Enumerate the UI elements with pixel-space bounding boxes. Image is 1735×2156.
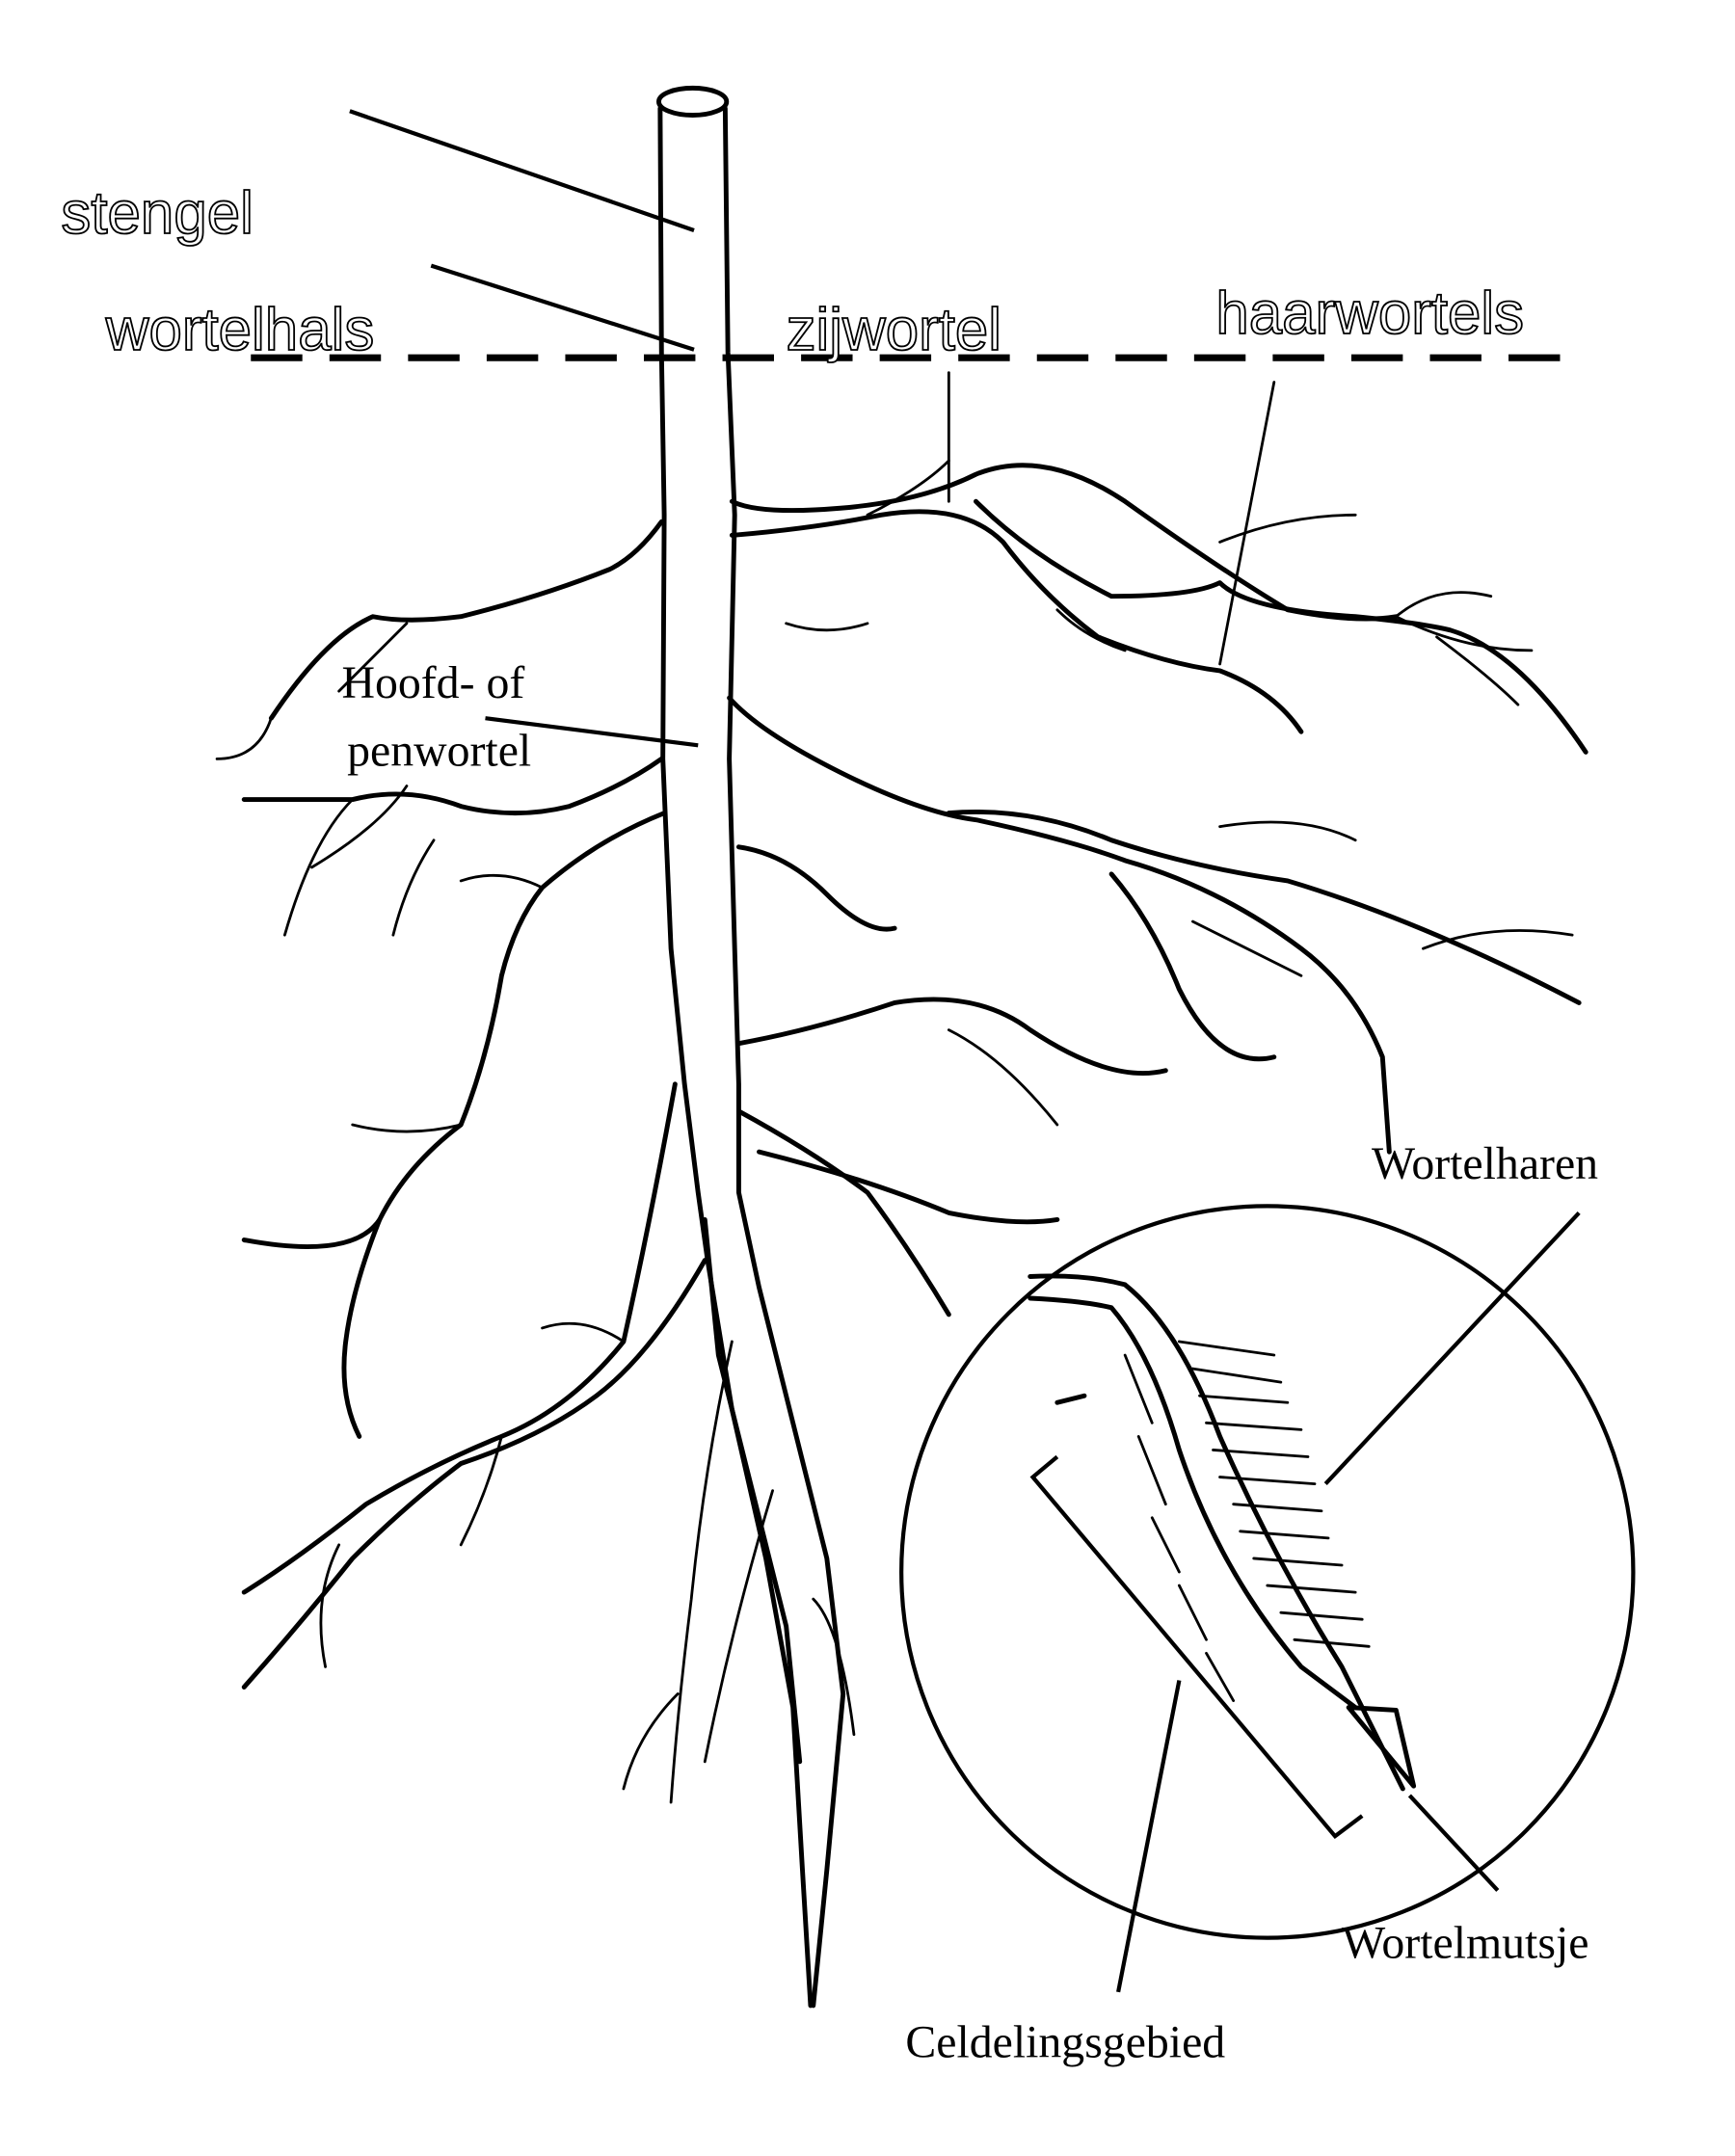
lateral-roots [727, 459, 1588, 1318]
label-wortelharen: Wortelharen [1372, 1138, 1598, 1189]
magnified-root-tip [899, 1204, 1636, 1940]
label-stengel: stengel [61, 180, 253, 247]
label-zijwortel: zijwortel [787, 297, 1001, 363]
label-wortelmutsje: Wortelmutsje [1342, 1918, 1588, 1969]
label-celdelingsgebied: Celdelingsgebied [905, 2016, 1225, 2067]
label-hoofdwortel-line1: Hoofd- of [341, 657, 524, 708]
label-hoofdwortel-line2: penwortel [347, 725, 531, 776]
label-haarwortels: haarwortels [1215, 280, 1524, 347]
label-wortelhals: wortelhals [105, 297, 375, 363]
label-pointers [251, 109, 1581, 1993]
lateral-roots-left [215, 519, 856, 1804]
main-taproot [656, 85, 846, 2009]
